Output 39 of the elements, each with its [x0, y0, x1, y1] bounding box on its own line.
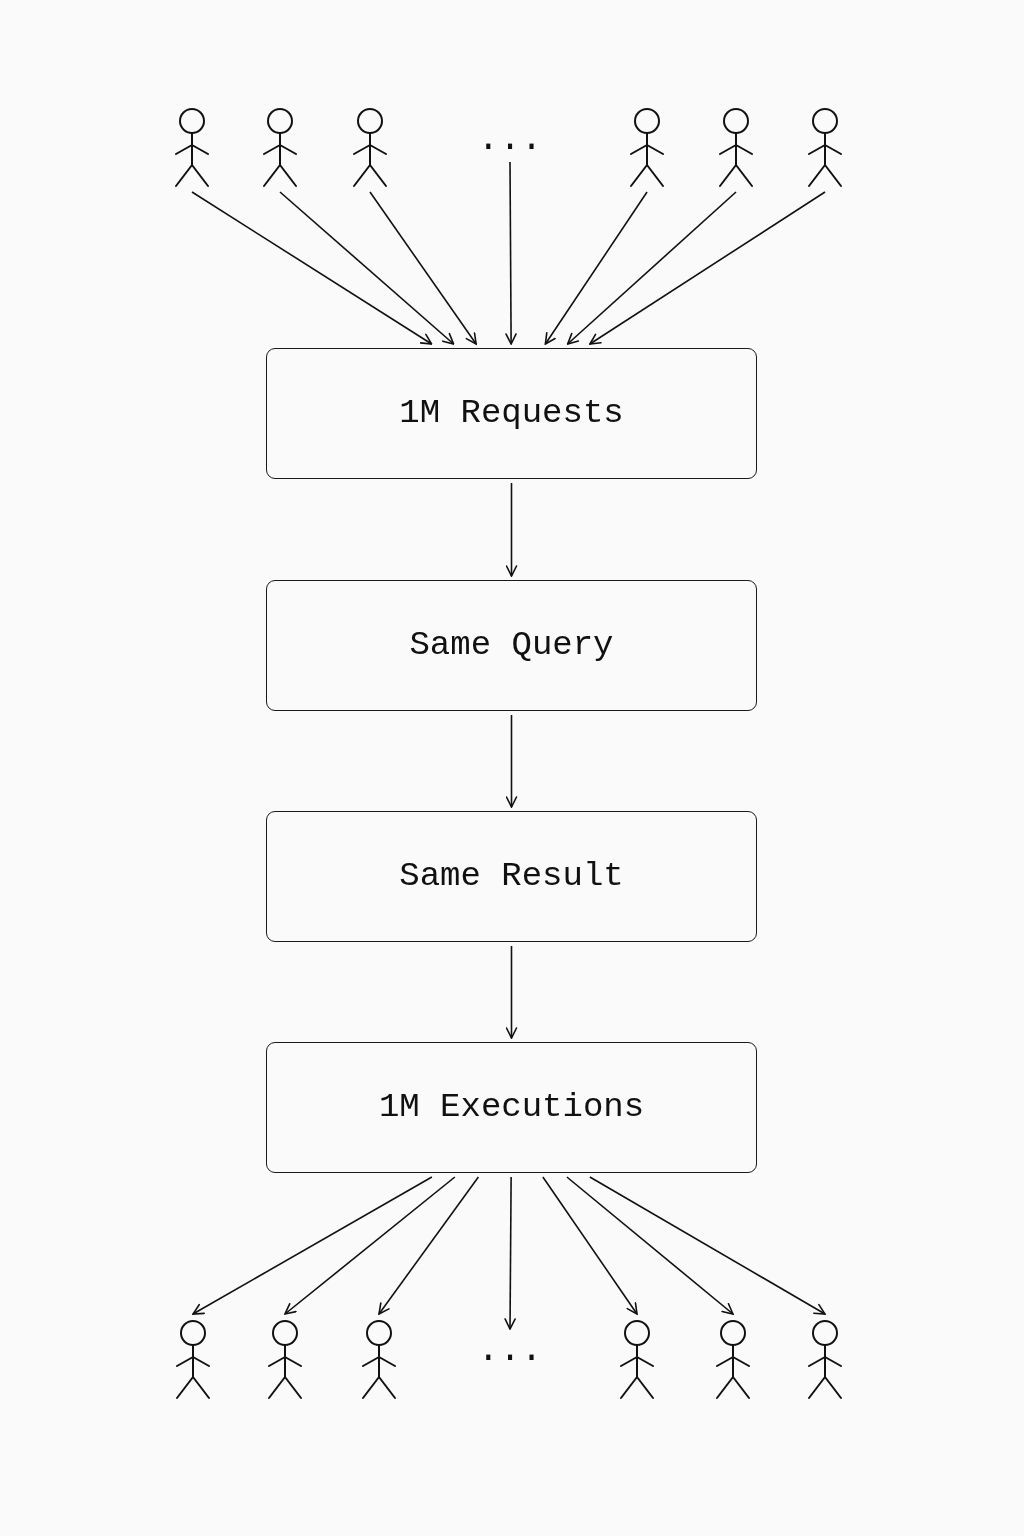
person-icon: [174, 106, 210, 188]
ellipsis: ...: [475, 122, 545, 158]
arrow: [566, 1176, 734, 1315]
arrow: [191, 191, 433, 345]
person-icon: [807, 1318, 843, 1400]
arrow: [542, 1176, 638, 1315]
person-icon: [175, 1318, 211, 1400]
person-icon: [718, 106, 754, 188]
arrow: [505, 482, 518, 577]
arrow: [505, 714, 518, 808]
arrow: [378, 1176, 480, 1315]
arrow: [505, 945, 518, 1039]
process-box: [266, 1042, 757, 1173]
arrow: [566, 191, 737, 345]
ellipsis: ...: [475, 1333, 545, 1369]
person-icon: [807, 106, 843, 188]
arrow: [369, 191, 477, 345]
arrow: [279, 191, 455, 345]
process-box: [266, 580, 757, 711]
box-label: 1M Executions: [378, 1087, 645, 1128]
process-box: [266, 811, 757, 942]
person-icon: [619, 1318, 655, 1400]
arrow: [284, 1176, 456, 1315]
arrow: [504, 1176, 516, 1330]
process-box: [266, 348, 757, 479]
box-label: Same Result: [399, 856, 624, 897]
arrow: [544, 191, 648, 345]
arrow: [589, 1176, 826, 1315]
person-icon: [267, 1318, 303, 1400]
person-icon: [361, 1318, 397, 1400]
arrow: [589, 191, 826, 345]
arrow: [192, 1176, 433, 1315]
person-icon: [629, 106, 665, 188]
person-icon: [262, 106, 298, 188]
box-label: Same Query: [409, 625, 614, 666]
person-icon: [715, 1318, 751, 1400]
box-label: 1M Requests: [399, 393, 624, 434]
person-icon: [352, 106, 388, 188]
arrow: [505, 161, 517, 345]
